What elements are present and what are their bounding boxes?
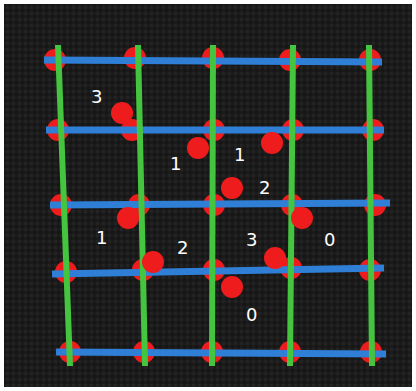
clue-number: 0	[246, 306, 257, 324]
clue-number: 3	[91, 88, 102, 106]
background	[4, 4, 412, 387]
cell-dots	[111, 102, 313, 298]
clue-number: 2	[259, 179, 270, 197]
clue-number: 0	[324, 231, 335, 249]
blue-lines	[44, 60, 390, 354]
clue-number: 1	[170, 155, 181, 173]
clue-number: 3	[246, 231, 257, 249]
clue-number: 1	[234, 146, 245, 164]
clue-number: 1	[96, 229, 107, 247]
green-lines	[58, 45, 372, 366]
clue-number: 2	[177, 239, 188, 257]
